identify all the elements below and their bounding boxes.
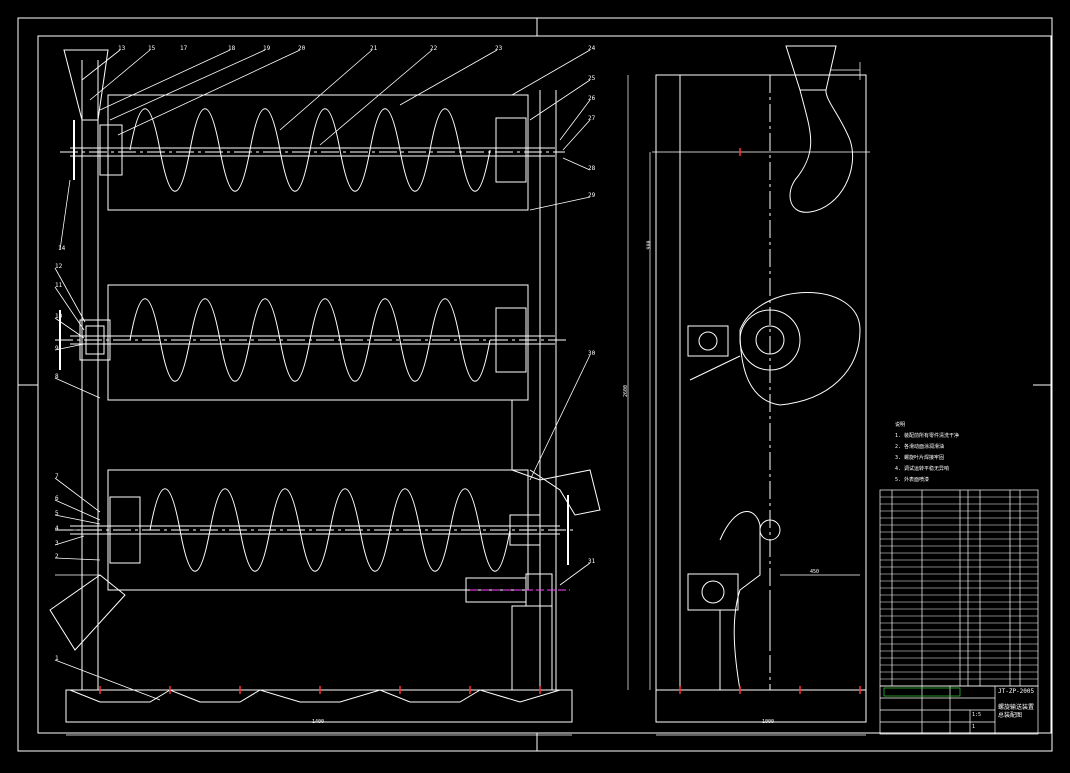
- dim-right-b: 450: [810, 569, 820, 575]
- dim-right-a: 980: [646, 240, 653, 250]
- callout-21: 21: [370, 45, 378, 52]
- screw-flight-1: [129, 108, 491, 192]
- motor-stand: [511, 605, 553, 691]
- fan-impeller: [739, 309, 801, 371]
- callout-22: 22: [430, 45, 438, 52]
- callout-8: 8: [55, 373, 59, 380]
- drawing-title: 螺旋输送装置 总装配图: [998, 704, 1034, 720]
- notes-title: 说明: [895, 422, 906, 428]
- notes-line-2: 2. 各滑动面涂润滑油: [895, 444, 945, 450]
- callout-12: 12: [55, 263, 63, 270]
- fan-housing: [739, 292, 861, 406]
- drive-sprocket-3: [509, 514, 541, 546]
- callout-9: 9: [55, 345, 59, 352]
- notes-line-3: 3. 螺旋叶片焊接牢固: [895, 455, 945, 461]
- callout-23: 23: [495, 45, 503, 52]
- feed-hopper: [63, 49, 109, 121]
- dim-right-height: 2600: [623, 384, 630, 398]
- inner-frame: [37, 35, 1052, 734]
- side-hopper: [785, 45, 837, 91]
- side-chain-guard: [719, 511, 761, 691]
- drawing-title-line-1: 螺旋输送装置: [998, 704, 1035, 711]
- callout-29: 29: [588, 192, 596, 199]
- side-red-marks: [679, 148, 861, 694]
- callout-7: 7: [55, 473, 59, 480]
- outer-frame: [17, 17, 1053, 752]
- transfer-chute: [511, 400, 601, 516]
- base-plate: [65, 689, 573, 723]
- side-motor-3: [687, 573, 739, 611]
- callout-11: 11: [55, 282, 63, 289]
- notes-line-1: 1. 装配前所有零件清洗干净: [895, 433, 960, 439]
- red-check-marks: [99, 686, 541, 694]
- callout-15: 15: [148, 45, 156, 52]
- drive-coupling-1: [99, 124, 123, 176]
- callout-26: 26: [588, 95, 596, 102]
- callout-10: 10: [55, 313, 63, 320]
- callout-3: 3: [55, 540, 59, 547]
- callout-6: 6: [55, 495, 59, 502]
- side-brace: [689, 355, 741, 381]
- bearing-housing-1: [495, 117, 527, 183]
- dim-bottom-left: 1400: [312, 719, 325, 725]
- drawing-number: JT-ZP-2005: [998, 688, 1035, 695]
- callout-leaders: [54, 49, 591, 701]
- bearing-housing-2: [495, 307, 527, 373]
- technical-notes: 说明 1. 装配前所有零件清洗干净 2. 各滑动面涂润滑油 3. 螺旋叶片焊接牢…: [895, 420, 959, 486]
- callout-17: 17: [180, 45, 188, 52]
- side-view: [66, 45, 870, 736]
- drawing-sheet: 1: [972, 724, 976, 730]
- callout-24: 24: [588, 45, 596, 52]
- side-motor-2: [687, 325, 729, 357]
- discharge-spout: [49, 574, 126, 651]
- callout-30: 30: [588, 350, 596, 357]
- callout-20: 20: [298, 45, 306, 52]
- parts-list-rows: [880, 496, 1038, 680]
- callout-5: 5: [55, 510, 59, 517]
- callout-31: 31: [588, 558, 596, 565]
- front-view: [49, 49, 601, 723]
- callout-27: 27: [588, 115, 596, 122]
- screw-flight-3: [149, 488, 511, 572]
- title-block: [879, 685, 1039, 735]
- callout-14: 14: [58, 245, 66, 252]
- drawing-title-line-2: 总装配图: [998, 712, 1023, 719]
- trough-2: [107, 284, 529, 401]
- side-frame: [655, 74, 867, 691]
- callout-1: 1: [55, 655, 59, 662]
- side-chute: [789, 89, 854, 213]
- callout-4: 4: [55, 525, 59, 532]
- base-ribs: [69, 689, 561, 703]
- notes-line-5: 5. 外表面喷漆: [895, 477, 930, 483]
- callout-19: 19: [263, 45, 271, 52]
- callout-2: 2: [55, 553, 59, 560]
- notes-line-4: 4. 调试运转平稳无异响: [895, 466, 950, 472]
- callout-18: 18: [228, 45, 236, 52]
- callout-25: 25: [588, 75, 596, 82]
- screw-flight-2: [129, 298, 491, 382]
- callout-28: 28: [588, 165, 596, 172]
- drawing-scale: 1:5: [972, 712, 982, 718]
- dim-bottom-right: 1000: [762, 719, 775, 725]
- side-dimensions: [66, 62, 870, 736]
- bearing-housing-3: [109, 496, 141, 564]
- side-base: [655, 689, 867, 723]
- callout-13: 13: [118, 45, 126, 52]
- gear-motor-2: [79, 319, 111, 361]
